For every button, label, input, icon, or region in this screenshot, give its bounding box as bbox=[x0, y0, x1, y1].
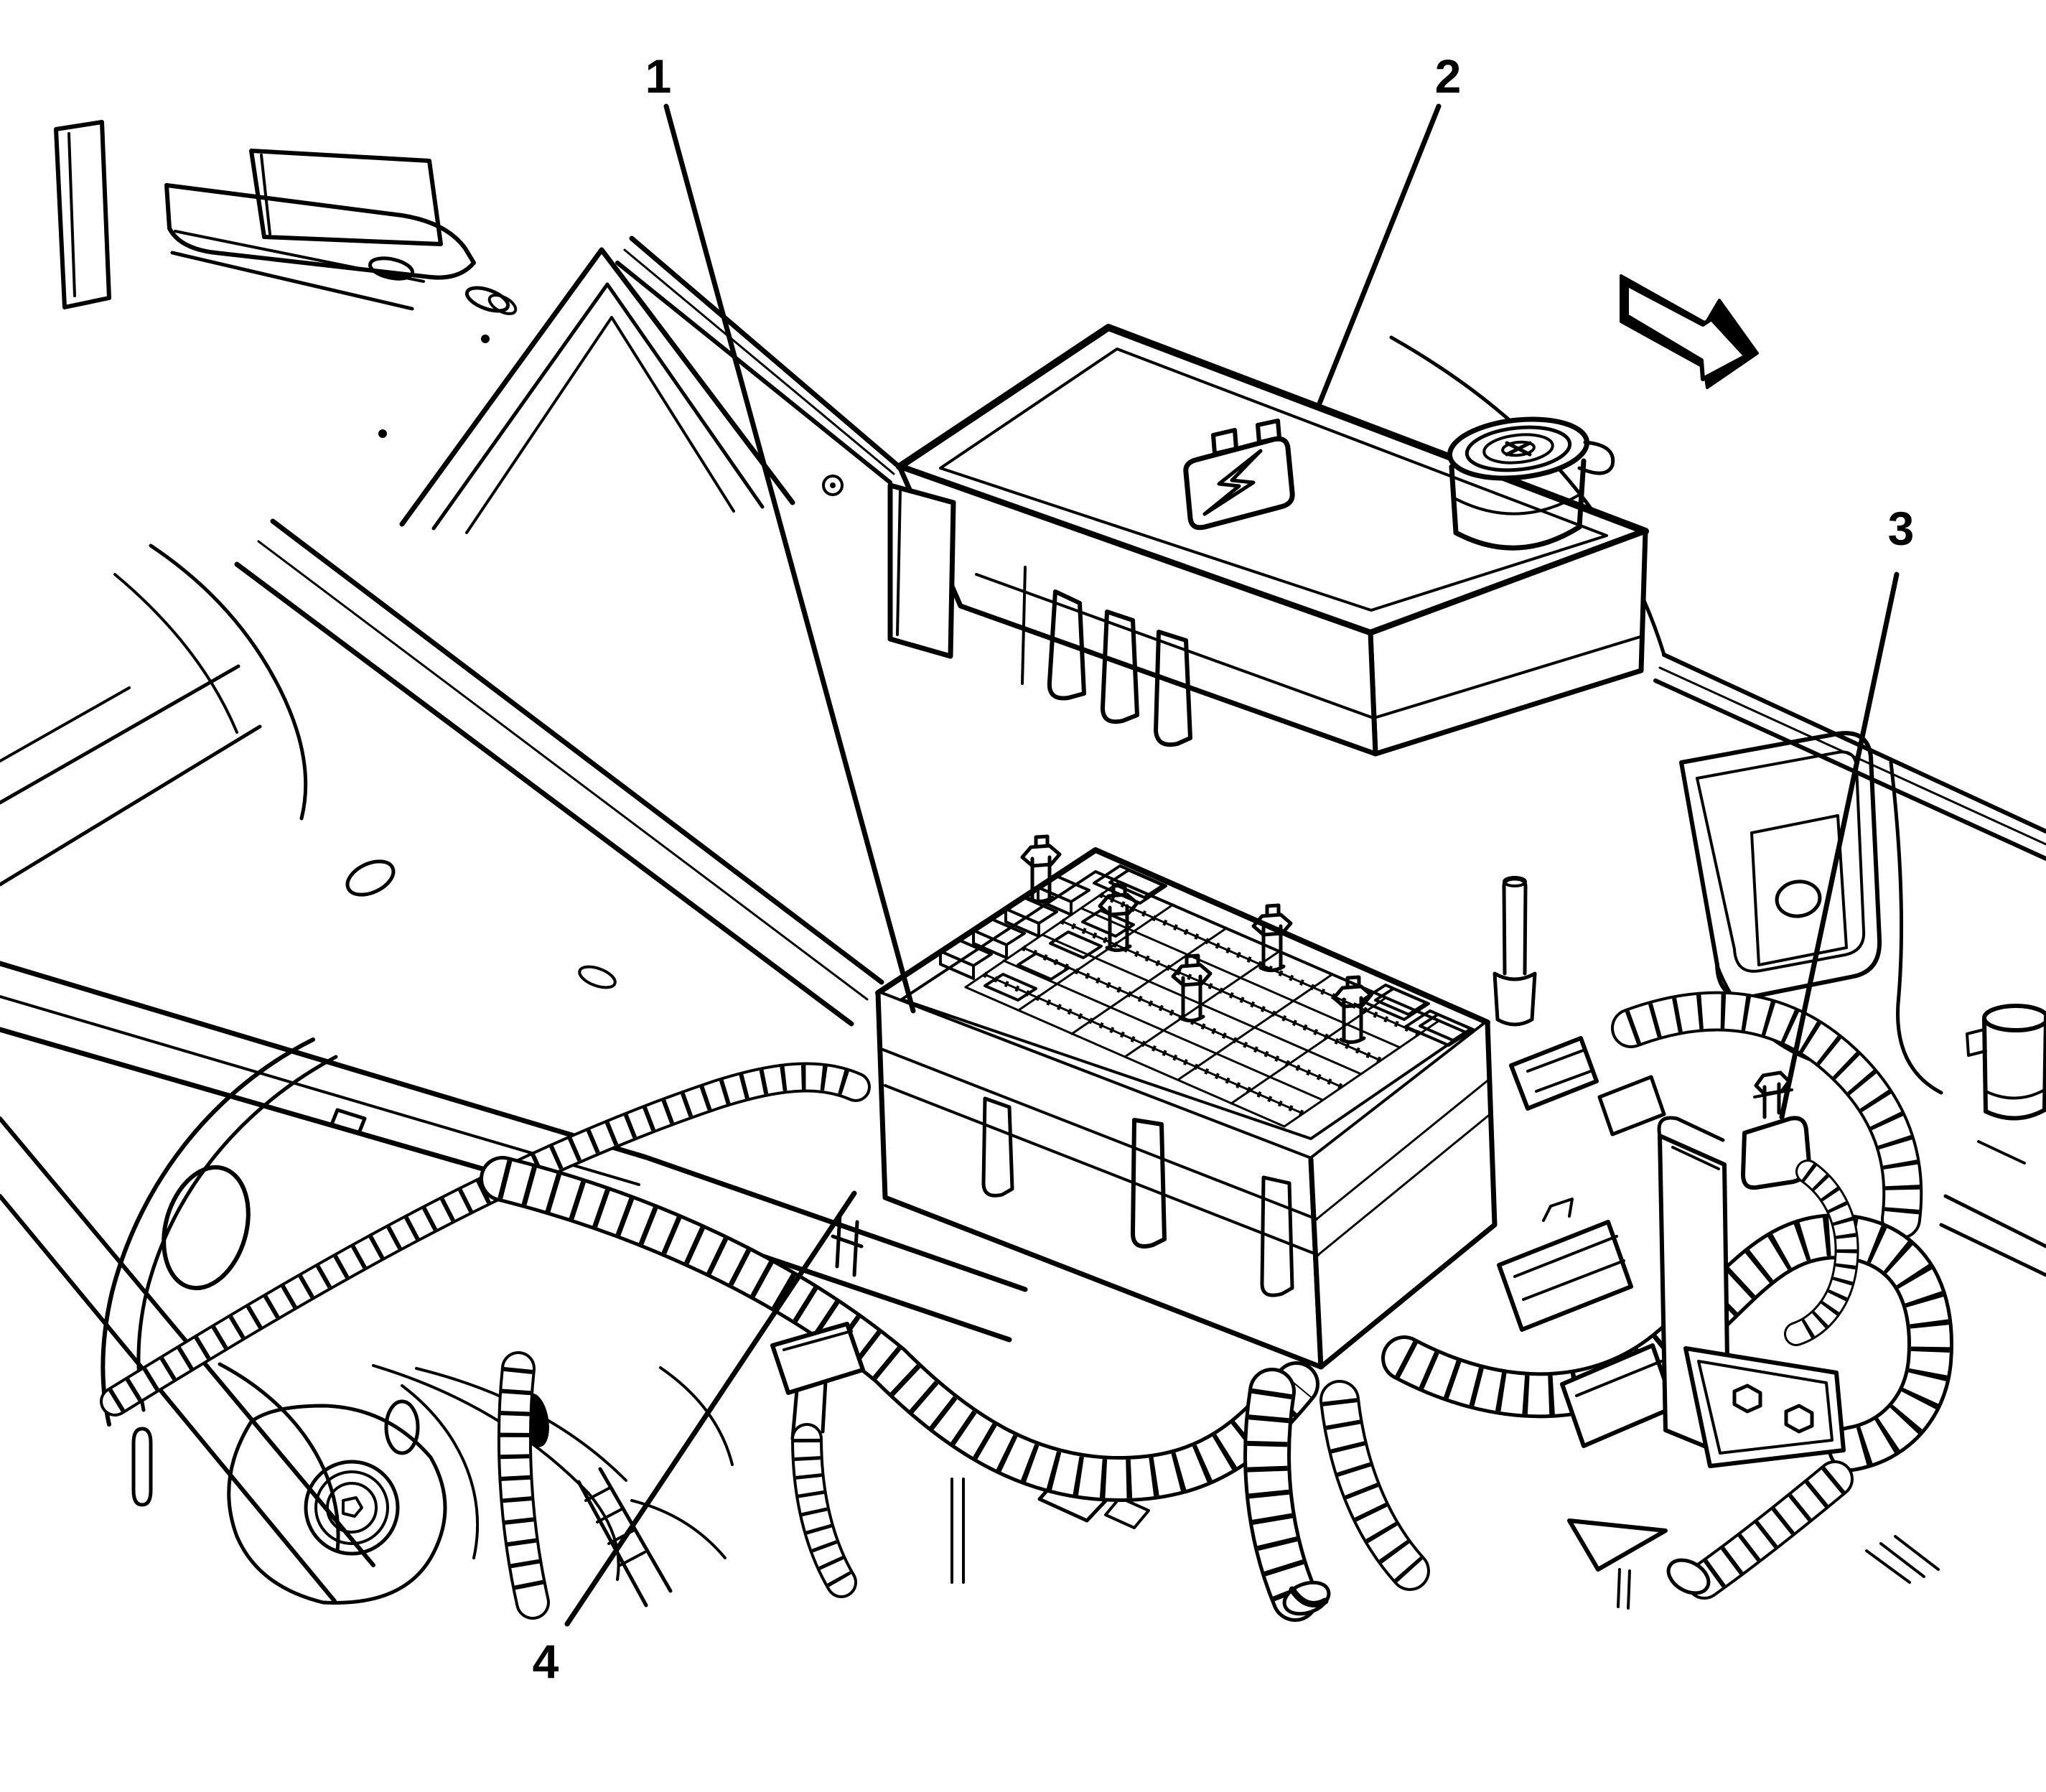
leader-3 bbox=[1779, 571, 1900, 1120]
underhood-fuse-block bbox=[831, 834, 1668, 1610]
thin-harness-tube bbox=[100, 1062, 871, 1417]
wiring-harness-conduits bbox=[480, 991, 1953, 1622]
callout-label-4: 4 bbox=[532, 1635, 559, 1688]
battery-lightning-icon bbox=[1183, 419, 1295, 531]
harness-connector bbox=[770, 1322, 865, 1598]
direction-arrow-icon bbox=[1620, 274, 1759, 389]
engine-front-details bbox=[131, 1351, 734, 1620]
fuse-block-studs bbox=[1020, 834, 1373, 1044]
callout-leaders bbox=[564, 103, 1900, 1627]
callout-label-1: 1 bbox=[645, 50, 672, 103]
callout-label-3: 3 bbox=[1887, 502, 1915, 555]
leader-1 bbox=[663, 103, 916, 1014]
fuse-block-cover bbox=[887, 324, 1649, 757]
leader-4 bbox=[564, 1190, 857, 1627]
leader-2 bbox=[1317, 103, 1442, 406]
callout-label-2: 2 bbox=[1434, 50, 1462, 103]
cover-cap bbox=[1447, 416, 1615, 551]
